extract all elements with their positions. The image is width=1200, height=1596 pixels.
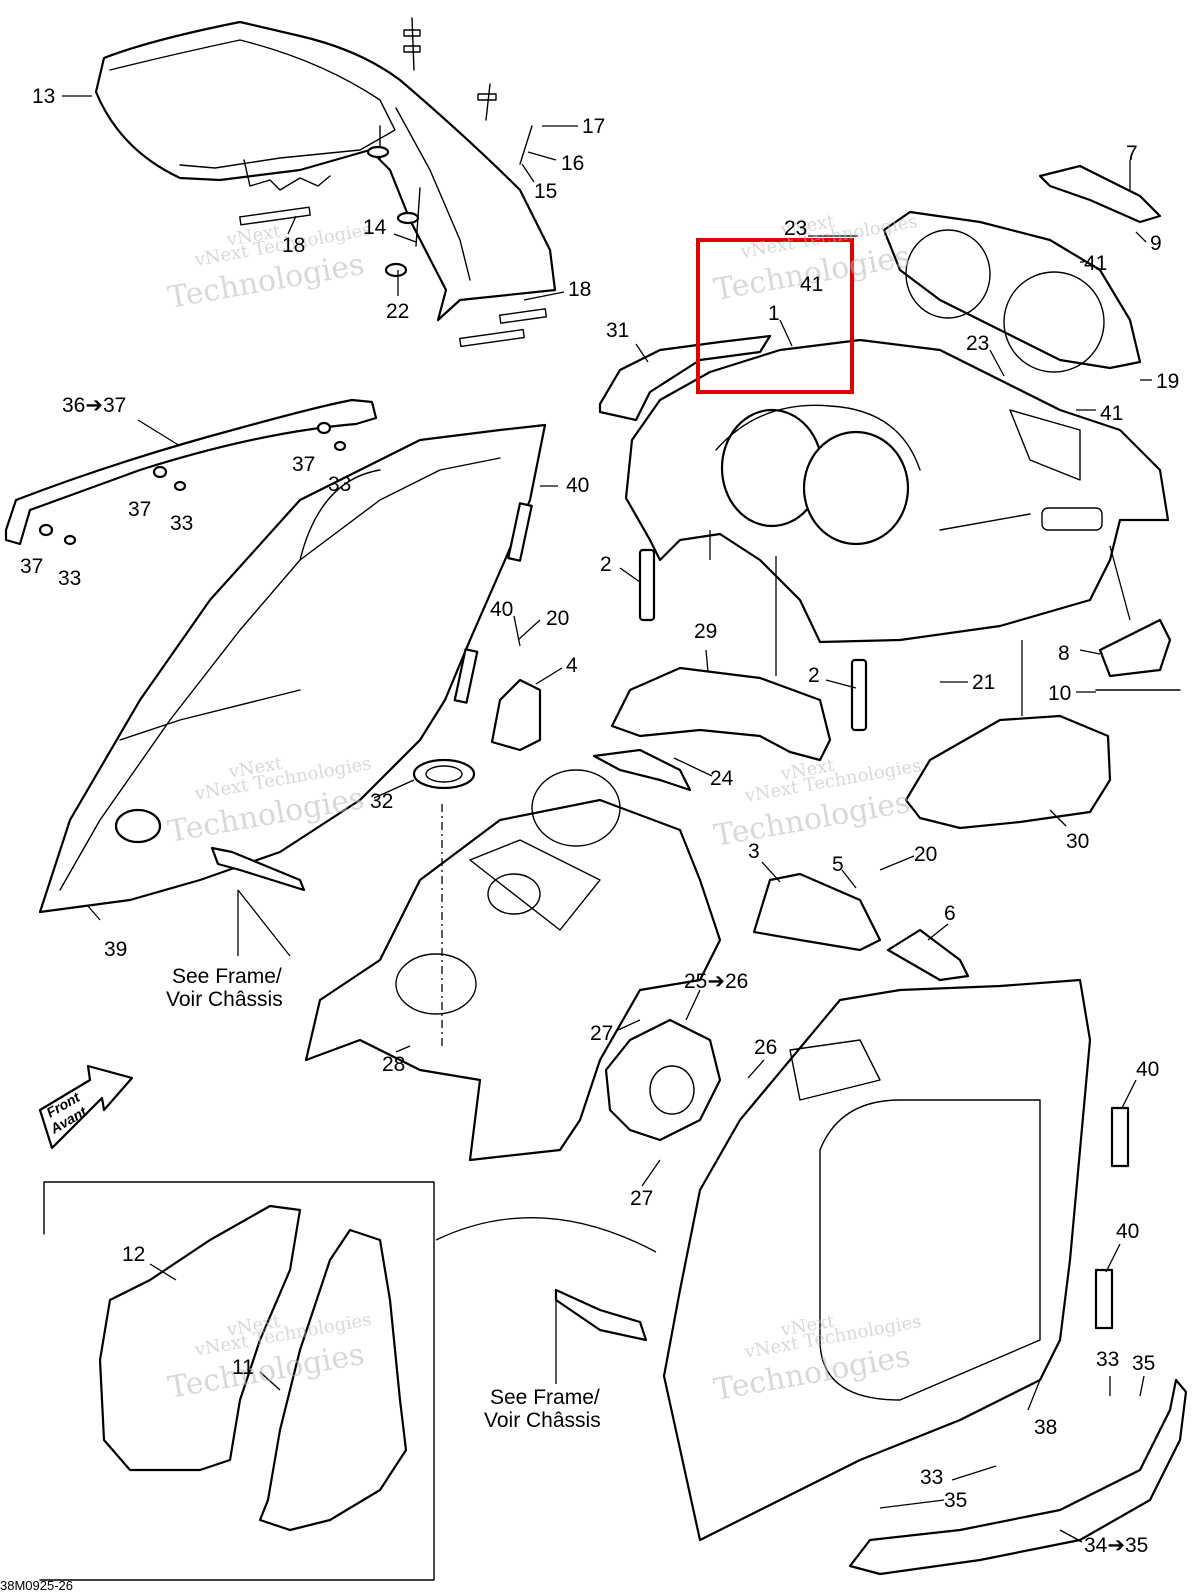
see-frame-notes: See Frame/ Voir Châssis See Frame/ Voir … — [166, 965, 601, 1432]
callout-8: 8 — [1058, 642, 1070, 665]
see-frame-note-2-line1: See Frame/ — [490, 1386, 600, 1409]
callout-40: 40 — [566, 474, 589, 497]
callout-40: 40 — [1136, 1058, 1159, 1081]
callout-2: 2 — [600, 553, 612, 576]
callout-39: 39 — [104, 938, 127, 961]
callout-6: 6 — [944, 902, 956, 925]
callout-9: 9 — [1150, 232, 1162, 255]
callout-35: 35 — [1132, 1352, 1155, 1375]
callout-32: 32 — [370, 790, 393, 813]
callout-25-26: 25➔26 — [684, 970, 748, 993]
see-frame-note-1-line1: See Frame/ — [172, 965, 282, 988]
windshield-13 — [94, 20, 557, 322]
callout-34-35: 34➔35 — [1084, 1534, 1148, 1557]
callout-24: 24 — [710, 767, 734, 790]
callout-38: 38 — [1034, 1416, 1057, 1439]
see-frame-note-2-line2: Voir Châssis — [484, 1409, 601, 1432]
callout-33: 33 — [170, 512, 193, 535]
callout-1: 1 — [768, 302, 780, 325]
see-frame-note-1-line2: Voir Châssis — [166, 988, 283, 1011]
front-arrow — [38, 1064, 134, 1150]
callout-18: 18 — [568, 278, 591, 301]
bracket-3-6 — [752, 872, 970, 982]
callout-12: 12 — [122, 1243, 145, 1266]
callout-13: 13 — [32, 85, 55, 108]
callout-40: 40 — [1116, 1220, 1139, 1243]
callout-37: 37 — [292, 453, 315, 476]
callout-37: 37 — [20, 555, 43, 578]
callout-15: 15 — [534, 180, 557, 203]
callout-18: 18 — [282, 234, 305, 257]
callout-41: 41 — [1100, 402, 1123, 425]
callout-14: 14 — [363, 216, 387, 239]
callout-27: 27 — [630, 1187, 653, 1210]
callout-33: 33 — [1096, 1348, 1119, 1371]
callout-19: 19 — [1156, 370, 1179, 393]
callout-10: 10 — [1048, 682, 1071, 705]
callout-11: 11 — [232, 1356, 254, 1379]
callout-36-37: 36➔37 — [62, 394, 126, 417]
callout-4: 4 — [566, 654, 578, 677]
callout-33: 33 — [328, 473, 351, 496]
trim-24 — [592, 748, 692, 792]
support-4 — [490, 678, 542, 752]
highlight-box — [696, 238, 854, 394]
callout-7: 7 — [1126, 142, 1138, 165]
inset-box — [39, 1181, 435, 1581]
callout-27: 27 — [590, 1022, 613, 1045]
callout-28: 28 — [382, 1053, 405, 1076]
gauge-housing-19 — [882, 210, 1142, 373]
leader-lines — [62, 95, 1152, 1543]
callout-labels: 13 17 16 15 14 18 18 22 7 9 23 41 41 1 2… — [20, 85, 1179, 1557]
ring-32 — [412, 758, 476, 790]
callout-29: 29 — [694, 620, 717, 643]
callout-33: 33 — [920, 1466, 943, 1489]
callout-20: 20 — [914, 843, 937, 866]
callout-26: 26 — [754, 1036, 777, 1059]
side-panel-39 — [38, 423, 547, 914]
callout-30: 30 — [1066, 830, 1089, 853]
callout-23: 23 — [784, 217, 807, 240]
callout-16: 16 — [561, 152, 584, 175]
callout-20: 20 — [546, 607, 569, 630]
dash-28 — [304, 769, 722, 1162]
trim-34 — [848, 1378, 1188, 1576]
callout-5: 5 — [832, 853, 844, 876]
callout-33: 33 — [58, 567, 81, 590]
callout-41: 41 — [1084, 252, 1107, 275]
callout-21: 21 — [972, 671, 995, 694]
callout-35: 35 — [944, 1489, 967, 1512]
cover-31 — [598, 334, 772, 422]
speaker-25 — [604, 1018, 722, 1142]
callout-2: 2 — [808, 664, 820, 687]
windshield-hardware — [239, 17, 548, 348]
callout-22: 22 — [386, 300, 409, 323]
callout-3: 3 — [748, 840, 760, 863]
trim-36 — [4, 398, 378, 546]
callout-37: 37 — [128, 498, 151, 521]
callout-31: 31 — [606, 319, 629, 342]
callout-41: 41 — [800, 273, 823, 296]
side-panel-38 — [662, 978, 1092, 1542]
callout-40: 40 — [490, 598, 513, 621]
callout-17: 17 — [582, 115, 605, 138]
top-console-1 — [624, 338, 1170, 644]
callout-23: 23 — [966, 332, 989, 355]
bracket-7 — [1038, 164, 1162, 224]
console-cover-29 — [610, 666, 832, 762]
drawing-code: 38M0925-26 — [0, 1578, 73, 1593]
glovebox-lid-30 — [904, 714, 1112, 830]
